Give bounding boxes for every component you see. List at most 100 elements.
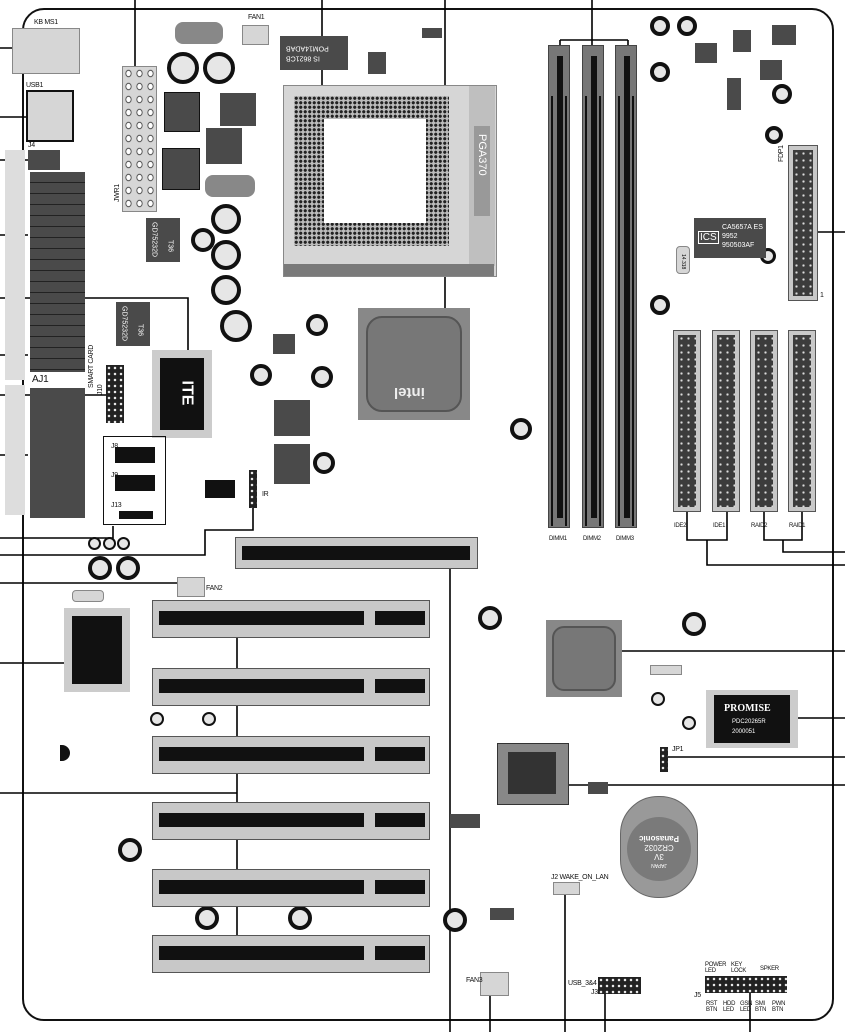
jp1-jumper[interactable] [660,747,668,772]
battery-text-3: 3V [654,852,664,862]
audio-codec-chip [64,608,130,692]
smi-btn-label: SMI BTN [755,1001,767,1013]
hdd-led-label: HDD LED [723,1001,736,1013]
raid2-connector[interactable] [750,330,778,512]
resistor [650,665,682,675]
fan2-label: FAN2 [206,585,223,592]
capacitor [150,712,164,726]
resistor [450,814,480,828]
capacitor [195,906,219,930]
ir-label: IR [262,491,269,498]
regulator [274,444,310,484]
capacitor [650,62,670,82]
dimm1-label: DIMM1 [549,536,567,542]
crystal-label: 14.318 [680,254,686,270]
j8-label: J8 [111,443,118,450]
battery-face: JAPAN 3V CR2032 Panasonic [627,817,691,881]
wake-on-lan-connector[interactable] [553,882,580,895]
parallel-port [30,172,85,372]
floppy-connector[interactable] [788,145,818,301]
capacitor [772,84,792,104]
j13-label: J13 [111,502,122,509]
pci-slot-6[interactable] [152,935,430,973]
capacitor [167,52,199,84]
fan3-connector[interactable] [480,972,509,996]
dimm2-slot[interactable] [582,45,604,528]
bios-chip-text-1: POM14ADAB [286,44,329,52]
dimm3-slot[interactable] [615,45,637,528]
socket-center [324,119,426,223]
ide2-connector[interactable] [673,330,701,512]
promise-logo: PROMISE [724,703,771,714]
pci-slot-1[interactable] [152,600,430,638]
small-chip [205,480,235,498]
capacitor [117,537,130,550]
socket-base [284,264,494,276]
buzzer [60,745,70,761]
clock-chip-text-3: 950503AF [722,242,755,249]
ite-logo: ITE [178,380,196,406]
j9-label: J9 [111,472,118,479]
front-panel-header[interactable] [705,976,787,993]
promise-die: PROMISE PDC20265R 2000051 [714,695,790,743]
resistor [490,908,514,920]
plcc-chip [497,743,569,805]
ide2-label: IDE2 [674,523,687,529]
power-led-label: POWER LED [705,962,727,974]
spker-label: SPKER [760,966,779,972]
small-component [727,78,741,110]
usb34-label: USB_3&4 [568,980,597,987]
gd-chip-1-code: T36 [166,240,174,253]
fan2-connector [177,577,205,597]
pci-slot-2[interactable] [152,668,430,706]
capacitor [651,692,665,706]
pci-slot-5[interactable] [152,869,430,907]
j3-label: J3 [591,989,598,996]
usb-port [26,90,74,142]
ite-die [160,358,204,430]
capacitor [211,275,241,305]
capacitor [682,716,696,730]
regulator [760,60,782,80]
usb1-label: USB1 [26,82,44,89]
fan3-label: FAN3 [466,977,483,984]
dimm1-slot[interactable] [548,45,570,528]
cpu-socket: PGA370 [283,85,497,277]
capacitor [202,712,216,726]
battery-text-2: CR2032 [644,843,674,853]
j4-label: J4 [28,142,35,149]
promise-raid-chip: PROMISE PDC20265R 2000051 [706,690,798,748]
pci-slot-4[interactable] [152,802,430,840]
gsn-led-label: GSN LED [740,1001,753,1013]
capacitor [510,418,532,440]
regulator [695,43,717,63]
usb34-header[interactable] [598,977,641,994]
agp-slot[interactable] [235,537,478,569]
pci-slot-3[interactable] [152,736,430,774]
j9-connector [115,475,155,491]
promise-model: PDC20265R [732,719,766,725]
audio-connector-group [103,436,166,525]
southbridge-die [552,626,616,691]
capacitor [288,906,312,930]
capacitor [443,908,467,932]
bios-chip: POM14ADAB IS 8621CB [280,36,348,70]
capacitor [650,295,670,315]
regulator [274,400,310,436]
capacitor [211,240,241,270]
ide1-connector[interactable] [712,330,740,512]
pwn-btn-label: PWN BTN [772,1001,786,1013]
promise-code: 2000051 [732,729,756,735]
capacitor [220,310,252,342]
raid1-connector[interactable] [788,330,816,512]
j4-connector [28,150,60,170]
gd-chip-2-text: GD75232D [120,306,128,342]
jwr1-label: JWR1 [114,184,121,202]
capacitor [677,16,697,36]
keyboard-mouse-port [12,28,80,74]
key-lock-label: KEY LOCK [731,962,747,974]
capacitor [311,366,333,388]
capacitor [88,556,112,580]
gd-chip-2-code: T36 [136,324,144,337]
clock-crystal: 14.318 [676,246,690,274]
